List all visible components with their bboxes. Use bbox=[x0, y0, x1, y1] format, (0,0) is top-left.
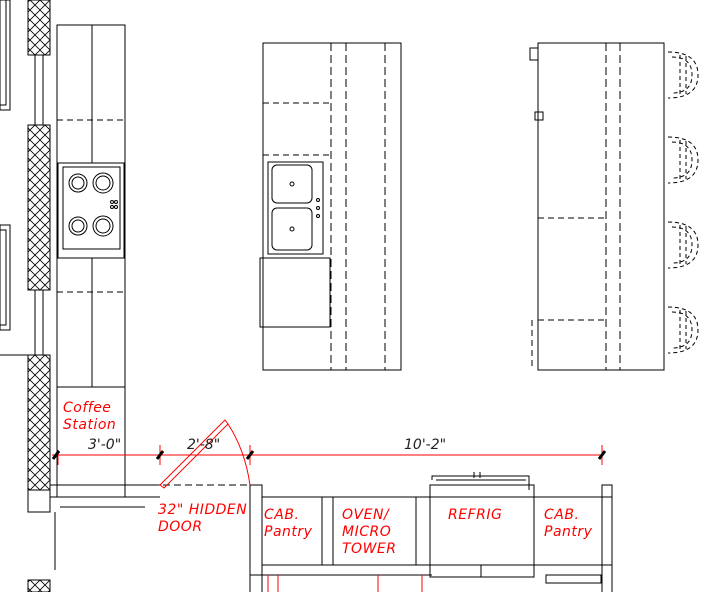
exterior-wall bbox=[27, 0, 51, 592]
hidden-door-label: 32" HIDDEN DOOR bbox=[158, 502, 248, 535]
hidden-door-swing bbox=[159, 419, 251, 489]
cab-pantry-left-label: CAB. Pantry bbox=[264, 507, 313, 540]
coffee-station-label: Coffee Station bbox=[63, 400, 117, 433]
dimension-10-2: 10'-2" bbox=[404, 437, 447, 453]
dimension-2-8: 2'-8" bbox=[187, 437, 221, 453]
dimension-ticks bbox=[51, 450, 607, 460]
left-counter bbox=[50, 24, 160, 570]
dimension-line bbox=[52, 445, 603, 465]
dimension-3-0: 3'-0" bbox=[88, 437, 122, 453]
bar-stools bbox=[667, 51, 699, 354]
cab-pantry-right-label: CAB. Pantry bbox=[544, 507, 593, 540]
cooktop bbox=[57, 162, 125, 259]
window-left-upper bbox=[0, 0, 11, 111]
oven-micro-tower-label: OVEN/ MICRO TOWER bbox=[342, 507, 397, 557]
refrig-label: REFRIG bbox=[448, 507, 503, 523]
double-sink bbox=[267, 161, 324, 255]
window-left-lower bbox=[0, 224, 28, 356]
dishwasher bbox=[259, 257, 331, 328]
sink-island bbox=[259, 42, 402, 371]
bottom-cabinet-run bbox=[50, 472, 613, 592]
bar-island bbox=[529, 42, 665, 371]
